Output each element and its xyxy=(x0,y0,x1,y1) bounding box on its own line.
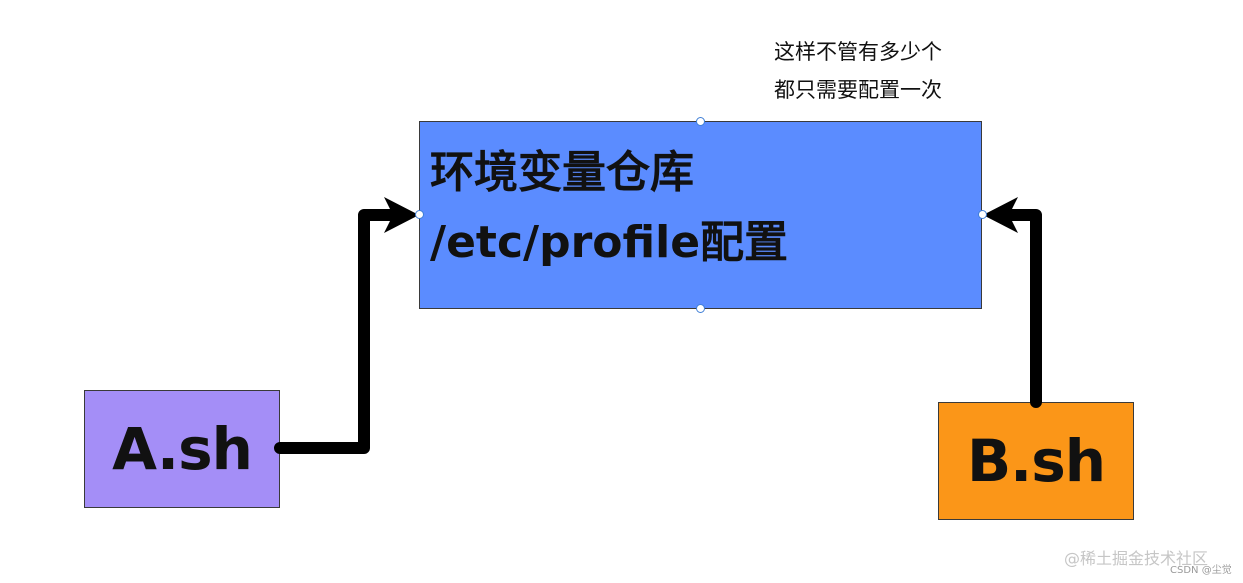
arrow-a-to-repository xyxy=(274,197,419,454)
a-sh-label: A.sh xyxy=(112,415,253,483)
arrow-b-line xyxy=(1003,209,1042,408)
env-repository-box[interactable]: 环境变量仓库 /etc/profile配置 xyxy=(419,121,982,309)
annotation-line-1: 这样不管有多少个 xyxy=(774,40,942,64)
arrow-a-head xyxy=(384,197,419,233)
watermark-sub: CSDN @尘觉 xyxy=(1170,565,1232,576)
annotation-note: 这样不管有多少个 都只需要配置一次 xyxy=(774,33,942,109)
arrow-a-line xyxy=(274,209,399,454)
watermark: @稀土掘金技术社区 xyxy=(1064,549,1209,568)
b-sh-box[interactable]: B.sh xyxy=(938,402,1134,520)
env-repository-title: 环境变量仓库 xyxy=(430,147,694,198)
selection-handle-top[interactable] xyxy=(696,117,705,126)
a-sh-box[interactable]: A.sh xyxy=(84,390,280,508)
env-repository-path: /etc/profile配置 xyxy=(430,217,789,268)
selection-handle-right[interactable] xyxy=(978,210,987,219)
b-sh-label: B.sh xyxy=(966,427,1106,495)
selection-handle-bottom[interactable] xyxy=(696,304,705,313)
annotation-line-2: 都只需要配置一次 xyxy=(774,78,942,102)
selection-handle-left[interactable] xyxy=(415,210,424,219)
arrow-b-to-repository xyxy=(983,197,1042,408)
arrow-b-head xyxy=(983,197,1018,233)
